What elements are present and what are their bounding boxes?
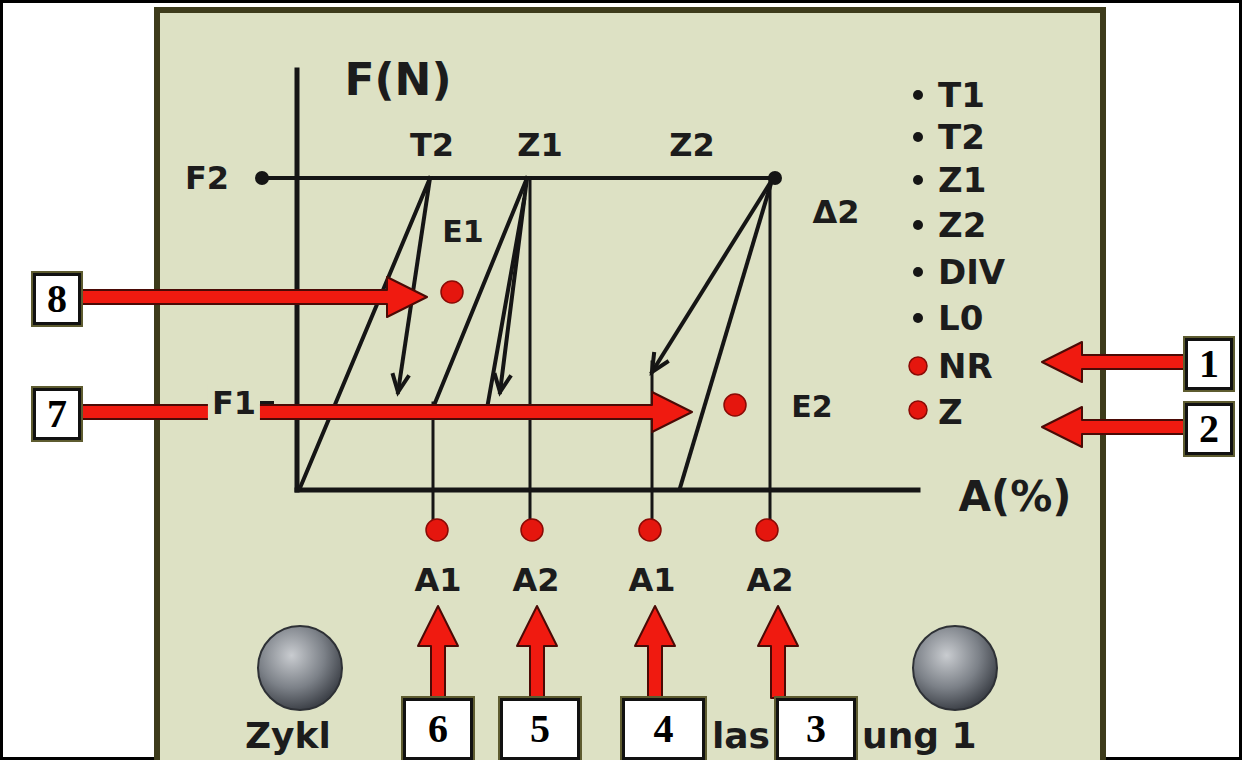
led	[756, 519, 778, 541]
a1-line	[432, 403, 435, 520]
callout-number: 1	[1199, 344, 1219, 384]
list-dot	[913, 220, 923, 230]
callout-arrow	[418, 606, 458, 698]
callout-number: 8	[47, 279, 67, 319]
strain-label: A2	[746, 564, 793, 596]
arrow-head	[652, 354, 667, 372]
callout-box: 4	[622, 698, 705, 760]
led	[441, 281, 463, 303]
callout-number: 5	[530, 709, 550, 749]
point-label: Z2	[669, 129, 714, 161]
arrow-head	[495, 375, 510, 392]
axis-title: A(%)	[959, 476, 1072, 518]
list-dot	[913, 132, 923, 142]
dots	[255, 90, 923, 323]
point-label: E2	[791, 392, 832, 422]
callout-number: 3	[806, 709, 826, 749]
load-line	[300, 178, 430, 488]
mode-label: L0	[938, 301, 983, 335]
a2-line	[769, 178, 772, 520]
mode-label: T1	[938, 78, 985, 112]
f2-level-line	[262, 176, 775, 180]
callout-arrows	[80, 277, 1185, 698]
delta-label: Δ2	[812, 196, 859, 228]
panel	[157, 10, 1103, 760]
mode-label: DIV	[938, 255, 1005, 289]
callout-box: 5	[500, 698, 580, 760]
knob	[913, 626, 997, 710]
list-dot	[913, 267, 923, 277]
force-label: F2	[185, 162, 229, 194]
mode-label: NR	[938, 349, 993, 383]
callout-box: 8	[33, 273, 81, 325]
callout-box: 1	[1185, 338, 1233, 390]
list-dot	[913, 175, 923, 185]
load-line	[680, 180, 772, 488]
panel-title: las	[712, 718, 770, 754]
load-line	[488, 200, 524, 403]
list-dot	[913, 90, 923, 100]
force-label: F1	[208, 385, 260, 421]
strain-label: A1	[628, 564, 675, 596]
panel-title: Zykl	[245, 718, 331, 754]
led	[639, 519, 661, 541]
led	[909, 401, 927, 419]
point-label: T2	[410, 129, 454, 161]
callout-arrow	[1042, 407, 1185, 447]
callout-arrow	[80, 277, 427, 317]
load-line	[435, 178, 527, 403]
led	[426, 519, 448, 541]
callout-number: 7	[47, 394, 67, 434]
strain-label: A1	[414, 564, 461, 596]
callout-arrow	[1042, 342, 1185, 382]
callout-number: 2	[1199, 409, 1219, 449]
y-axis	[295, 70, 300, 490]
f2-dot	[255, 171, 269, 185]
callout-box: 6	[403, 698, 473, 760]
a1-line	[651, 362, 654, 520]
mode-label: T2	[938, 120, 985, 154]
list-dot	[913, 313, 923, 323]
callout-arrow	[80, 392, 692, 432]
callout-arrow	[758, 606, 798, 698]
mode-label: Z	[938, 395, 963, 429]
unload-line	[652, 180, 772, 372]
callout-box: 2	[1185, 403, 1233, 455]
axis-title: F(N)	[344, 58, 451, 102]
callout-number: 6	[428, 709, 448, 749]
point-label: E1	[442, 217, 483, 247]
led	[909, 357, 927, 375]
callout-arrow	[635, 606, 675, 698]
callout-box: 3	[776, 698, 856, 760]
x-axis	[297, 488, 918, 493]
led	[521, 519, 543, 541]
a2-line	[529, 178, 532, 520]
knob	[258, 626, 342, 710]
mode-label: Z2	[938, 208, 986, 242]
delta-dot	[768, 171, 782, 185]
callout-number: 4	[654, 709, 674, 749]
led	[724, 394, 746, 416]
point-label: Z1	[517, 129, 562, 161]
arrow-head	[393, 375, 408, 392]
callout-box: 7	[33, 388, 81, 440]
callout-arrow	[517, 606, 557, 698]
mode-label: Z1	[938, 163, 986, 197]
strain-label: A2	[512, 564, 559, 596]
panel-title: ung 1	[862, 718, 977, 754]
